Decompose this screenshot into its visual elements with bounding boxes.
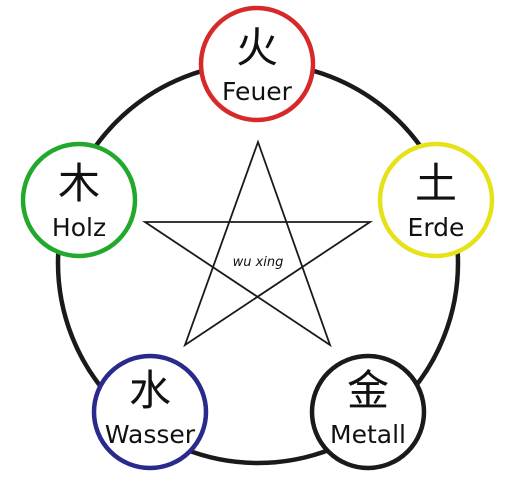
element-earth: 土 Erde xyxy=(377,141,495,259)
element-metal: 金 Metall xyxy=(309,353,427,471)
element-wood-glyph: 木 xyxy=(58,159,100,208)
element-earth-name: Erde xyxy=(408,213,465,242)
center-label: wu xing xyxy=(233,255,284,270)
element-metal-circle xyxy=(309,353,427,471)
element-metal-glyph: 金 xyxy=(347,366,389,415)
pentagram xyxy=(142,139,373,348)
element-wood-circle xyxy=(20,141,138,259)
element-water-circle xyxy=(91,353,209,471)
element-water-glyph: 水 xyxy=(129,366,171,415)
element-wood: 木 Holz xyxy=(20,141,138,259)
element-fire-glyph: 火 xyxy=(236,23,278,72)
element-fire-circle xyxy=(198,5,316,123)
element-fire-name: Feuer xyxy=(222,77,293,106)
element-fire: 火 Feuer xyxy=(198,5,316,123)
element-metal-name: Metall xyxy=(330,420,406,449)
element-earth-glyph: 土 xyxy=(415,159,457,208)
element-wood-name: Holz xyxy=(52,213,106,242)
element-water: 水 Wasser xyxy=(91,353,209,471)
element-water-name: Wasser xyxy=(105,420,196,449)
element-earth-circle xyxy=(377,141,495,259)
